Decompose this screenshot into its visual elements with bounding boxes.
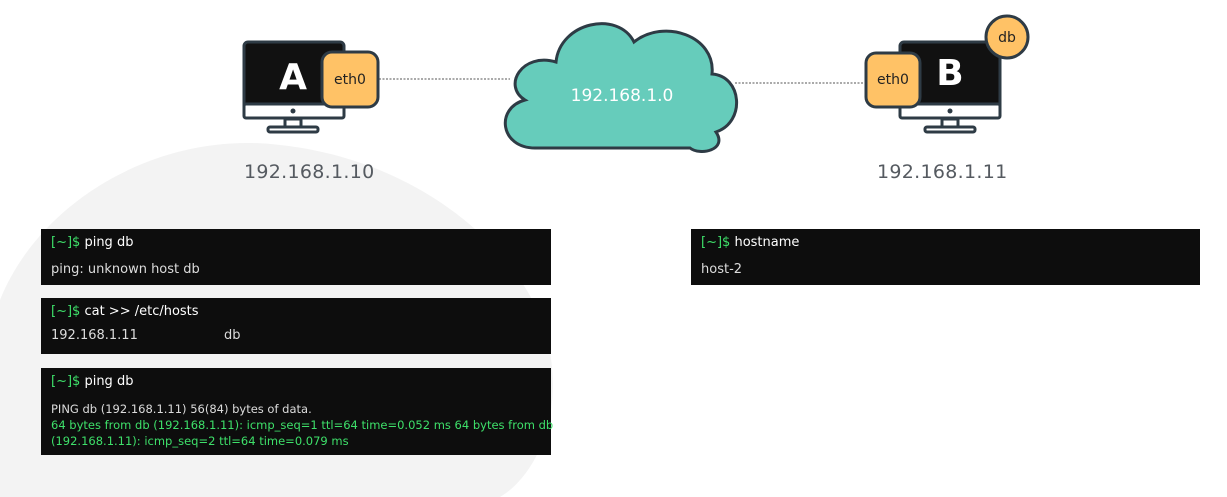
terminal-prompt: [~]$ xyxy=(51,304,81,319)
ping-output-header: PING db (192.168.1.11) 56(84) bytes of d… xyxy=(51,402,312,416)
terminal-prompt: [~]$ xyxy=(51,235,81,250)
hosts-entry-name: db xyxy=(224,328,241,343)
terminal-ping-unknown: [~]$ ping db ping: unknown host db xyxy=(41,229,551,285)
host-a-letter: A xyxy=(279,57,307,98)
host-b-eth0-label: eth0 xyxy=(877,72,909,88)
terminal-command-line: [~]$ ping db xyxy=(51,374,133,389)
host-b-letter: B xyxy=(936,53,963,94)
network-subnet-label: 192.168.1.0 xyxy=(571,86,674,106)
terminal-command: hostname xyxy=(734,235,800,250)
terminal-command-line: [~]$ cat >> /etc/hosts xyxy=(51,304,199,319)
terminal-command: cat >> /etc/hosts xyxy=(84,304,199,319)
ping-reply-line-2: (192.168.1.11): icmp_seq=2 ttl=64 time=0… xyxy=(51,434,349,448)
terminal-output: host-2 xyxy=(701,262,743,277)
terminal-command: ping db xyxy=(84,235,134,250)
hosts-entry-ip: 192.168.1.11 xyxy=(51,328,138,343)
host-b-monitor-icon xyxy=(898,40,1002,134)
terminal-command-line: [~]$ ping db xyxy=(51,235,133,250)
host-a-eth0-interface xyxy=(320,50,380,109)
host-b-db-badge-label: db xyxy=(998,30,1016,46)
host-b-ip-label: 192.168.1.11 xyxy=(877,161,1008,183)
terminal-hostname: [~]$ hostname host-2 xyxy=(691,229,1200,285)
host-a-ip-label: 192.168.1.10 xyxy=(244,161,375,183)
terminal-output: ping: unknown host db xyxy=(51,262,200,277)
terminal-command: ping db xyxy=(84,374,134,389)
host-b-db-badge xyxy=(984,14,1030,60)
terminal-prompt: [~]$ xyxy=(701,235,731,250)
terminal-ping-success: [~]$ ping db PING db (192.168.1.11) 56(8… xyxy=(41,368,554,455)
terminal-prompt: [~]$ xyxy=(51,374,81,389)
ping-reply-line-1: 64 bytes from db (192.168.1.11): icmp_se… xyxy=(51,418,554,432)
terminal-command-line: [~]$ hostname xyxy=(701,235,799,250)
host-a-eth0-label: eth0 xyxy=(334,72,366,88)
terminal-etc-hosts: [~]$ cat >> /etc/hosts 192.168.1.11 db xyxy=(41,298,551,354)
host-b-eth0-interface xyxy=(864,51,922,109)
network-cloud-icon xyxy=(503,22,739,153)
